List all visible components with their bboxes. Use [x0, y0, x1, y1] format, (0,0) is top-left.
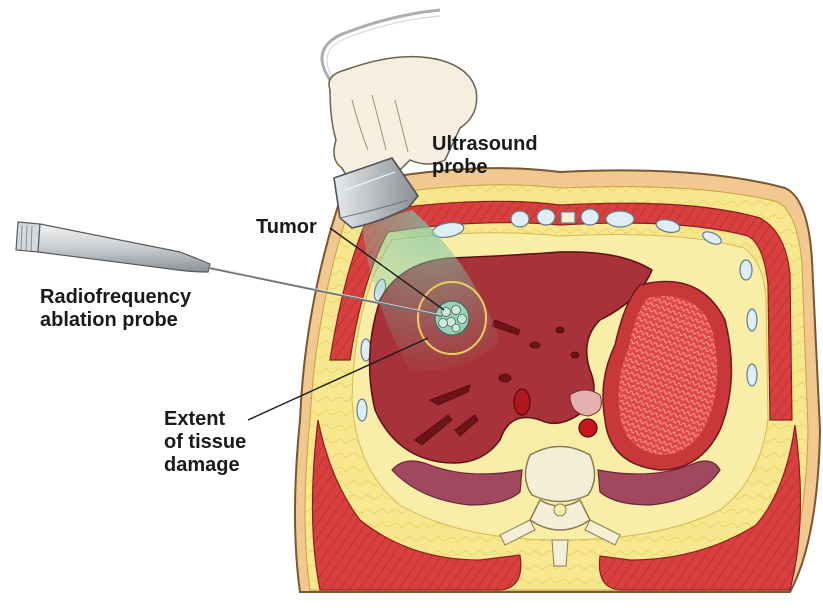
label-tumor: Tumor — [256, 216, 317, 239]
label-ultrasound-line2: probe — [432, 156, 538, 179]
label-tissue-damage: Extent of tissue damage — [164, 408, 246, 477]
label-damage-line1: Extent — [164, 408, 246, 431]
aorta — [579, 419, 597, 437]
label-rf-probe: Radiofrequency ablation probe — [40, 286, 191, 332]
label-damage-line2: of tissue — [164, 431, 246, 454]
tumor-icon — [435, 301, 469, 335]
label-ultrasound-probe: Ultrasound probe — [432, 133, 538, 179]
label-tumor-text: Tumor — [256, 216, 317, 239]
label-ultrasound-line1: Ultrasound — [432, 133, 538, 156]
label-damage-line3: damage — [164, 454, 246, 477]
label-rf-line1: Radiofrequency — [40, 286, 191, 309]
label-rf-line2: ablation probe — [40, 309, 191, 332]
vena-cava — [514, 389, 530, 415]
